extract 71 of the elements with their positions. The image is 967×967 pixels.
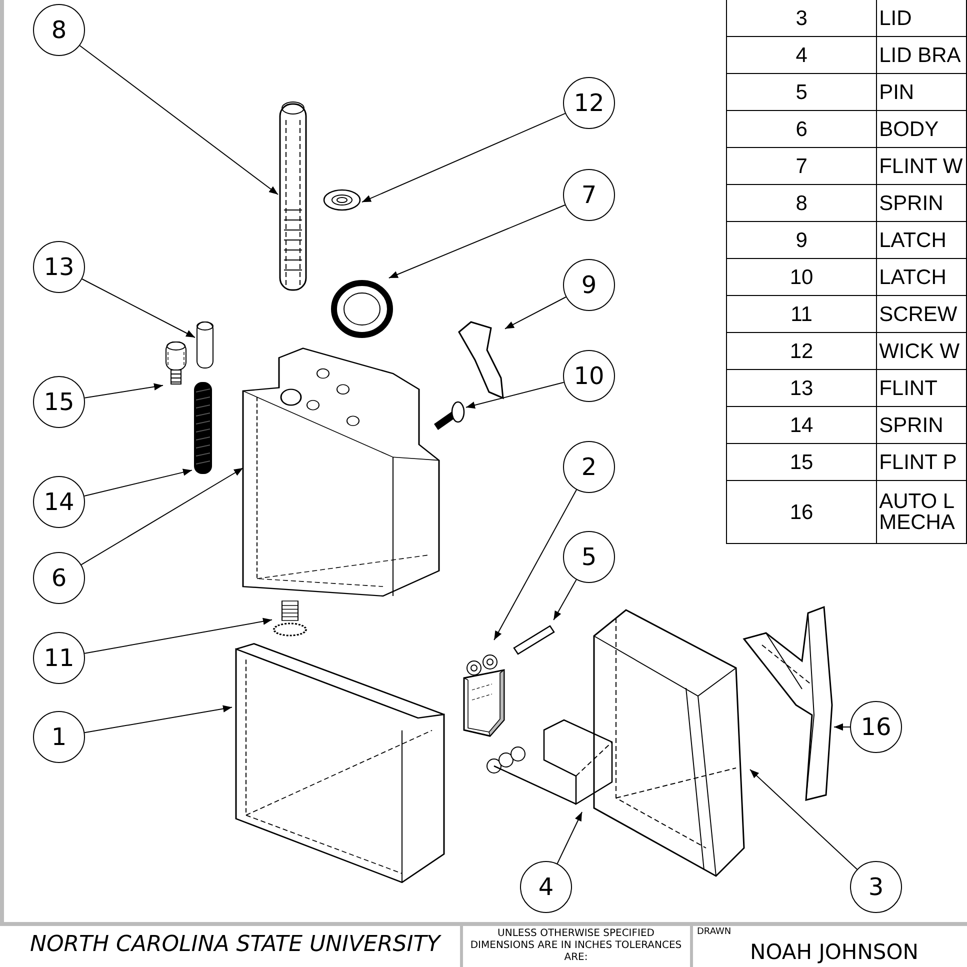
- leader-line: [362, 112, 566, 203]
- washer-drawing: [322, 187, 362, 213]
- leader-line: [84, 705, 232, 734]
- callout-balloon: 6: [33, 552, 85, 604]
- spring-drawing: [192, 380, 214, 476]
- table-cell: PIN: [876, 74, 966, 110]
- callout-balloon: 12: [563, 77, 615, 129]
- table-cell: AUTO L MECHA: [876, 480, 966, 544]
- callout-balloon: 5: [563, 531, 615, 583]
- field-label: DRAWN: [697, 927, 732, 937]
- leader-line: [556, 812, 582, 864]
- table-cell: SPRIN: [876, 184, 966, 222]
- table-cell: 7: [726, 148, 877, 184]
- table-cell: SPRIN: [876, 406, 966, 444]
- leader-line: [388, 204, 566, 278]
- callout-balloon: 3: [850, 861, 902, 913]
- table-cell: 4: [726, 36, 877, 74]
- table-cell: 11: [726, 296, 877, 332]
- callout-balloon: 1: [33, 711, 85, 763]
- leader-line: [79, 45, 278, 195]
- callout-balloon: 7: [563, 169, 615, 221]
- ring-drawing: [330, 278, 394, 340]
- table-cell: 13: [726, 370, 877, 406]
- table-cell: 15: [726, 444, 877, 480]
- drafter-name: NOAH JOHNSON: [750, 940, 918, 964]
- callout-balloon: 8: [33, 4, 85, 56]
- table-cell: LID: [876, 0, 966, 36]
- mechanism-drawing: [742, 605, 834, 800]
- leader-line: [494, 489, 577, 640]
- university-name: NORTH CAROLINA STATE UNIVERSITY: [30, 932, 440, 957]
- table-cell: 3: [726, 0, 877, 36]
- table-cell: LATCH: [876, 258, 966, 296]
- table-cell: WICK W: [876, 332, 966, 370]
- leader-line: [504, 296, 566, 330]
- callout-balloon: 9: [563, 259, 615, 311]
- table-cell: SCREW: [876, 296, 966, 332]
- callout-balloon: 15: [33, 376, 85, 428]
- callout-balloon: 13: [33, 241, 85, 293]
- leader-line: [84, 468, 192, 496]
- leader-line: [553, 579, 577, 620]
- table-cell: 16: [726, 480, 877, 544]
- callout-balloon: 10: [563, 350, 615, 402]
- leader-line: [80, 468, 244, 566]
- table-cell: FLINT P: [876, 444, 966, 480]
- table-cell: FLINT W: [876, 148, 966, 184]
- table-cell: LID BRA: [876, 36, 966, 74]
- table-cell: LATCH: [876, 222, 966, 258]
- flint-drawing: [195, 320, 215, 370]
- table-cell: 8: [726, 184, 877, 222]
- leader-line: [84, 618, 272, 654]
- latch-drawing: [455, 320, 505, 402]
- table-cell: FLINT: [876, 370, 966, 406]
- table-cell: BODY: [876, 110, 966, 148]
- table-cell: 9: [726, 222, 877, 258]
- latch-pin-drawing: [432, 400, 466, 430]
- callout-balloon: 11: [33, 632, 85, 684]
- leader-line: [834, 723, 850, 731]
- table-cell: 10: [726, 258, 877, 296]
- callout-balloon: 16: [850, 701, 902, 753]
- leader-line: [82, 278, 196, 338]
- leader-line: [466, 382, 564, 409]
- callout-balloon: 4: [520, 861, 572, 913]
- table-cell: 14: [726, 406, 877, 444]
- leader-line: [750, 769, 858, 870]
- callout-balloon: 14: [33, 476, 85, 528]
- leader-line: [84, 383, 164, 398]
- callout-balloon: 2: [563, 441, 615, 493]
- table-cell: 12: [726, 332, 877, 370]
- table-cell: 5: [726, 74, 877, 110]
- table-cell: 6: [726, 110, 877, 148]
- tolerance-note: UNLESS OTHERWISE SPECIFIED DIMENSIONS ARE IN INCHES TOLERANCES ARE:: [470, 928, 682, 964]
